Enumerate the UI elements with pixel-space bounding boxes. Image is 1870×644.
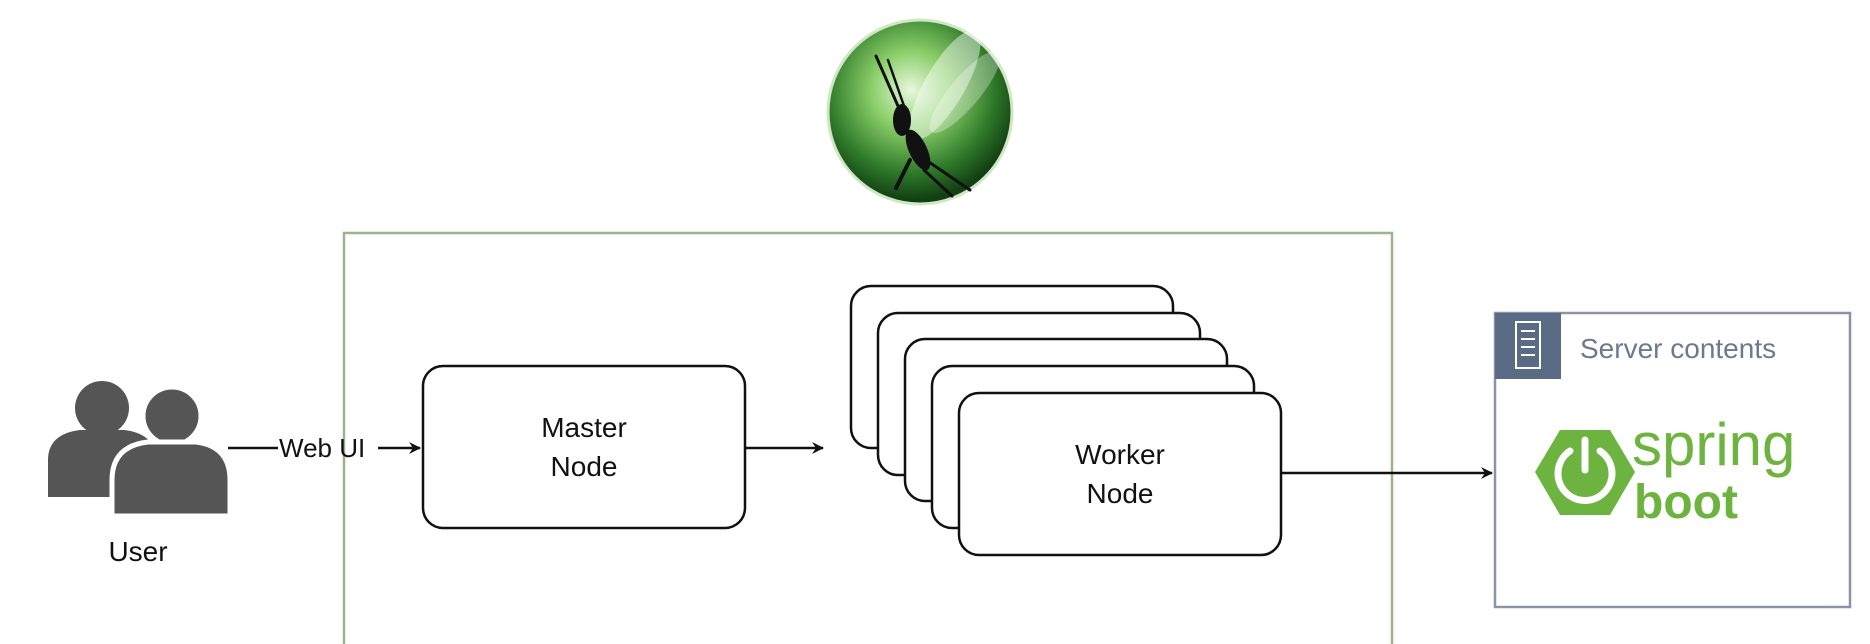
master-node bbox=[421, 364, 747, 530]
worker-node-card-front bbox=[957, 391, 1283, 557]
worker-node-stack: Worker Node bbox=[849, 284, 1283, 557]
master-node-label-line2: Node bbox=[551, 451, 618, 482]
power-icon bbox=[1554, 447, 1616, 504]
server-icon bbox=[1515, 321, 1541, 369]
edge-label-web-ui: Web UI bbox=[279, 433, 365, 463]
locust-logo bbox=[826, 18, 1014, 206]
locust-insect-icon bbox=[874, 54, 972, 198]
spring-logo-text-spring: spring bbox=[1632, 411, 1795, 478]
server-contents-panel: Server contents spring boot bbox=[1493, 311, 1852, 609]
user-group-icon bbox=[48, 381, 233, 519]
server-panel-title: Server contents bbox=[1580, 333, 1776, 364]
worker-node-label-line1: Worker bbox=[1075, 439, 1165, 470]
spring-logo-text-boot: boot bbox=[1634, 476, 1738, 529]
worker-node-label-line2: Node bbox=[1087, 478, 1154, 509]
cluster-boundary bbox=[342, 231, 1394, 644]
master-node-label-line1: Master bbox=[541, 412, 627, 443]
spring-boot-logo: spring boot bbox=[1535, 411, 1795, 529]
user-label: User bbox=[108, 536, 167, 567]
